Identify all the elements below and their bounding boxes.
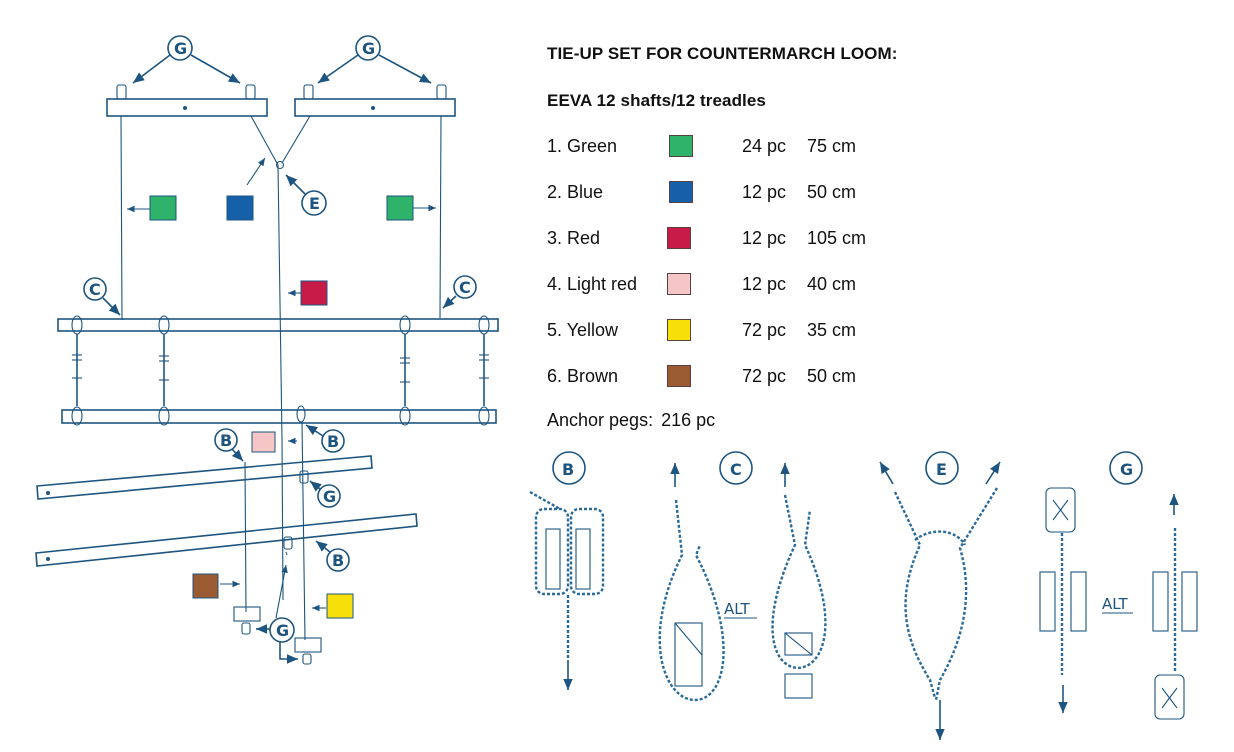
svg-text:E: E <box>936 460 947 479</box>
anchor-pegs: Anchor pegs: 216 pc <box>547 407 715 433</box>
color-swatch-green <box>669 135 693 157</box>
callout-g-top-left: G <box>132 35 241 84</box>
upper-lam-bar <box>57 318 499 332</box>
alt-label-c: ALT <box>724 600 751 618</box>
color-swatch-brown <box>667 365 691 387</box>
upper-bar-right <box>294 84 456 117</box>
legend-label: 3. Red <box>547 228 601 248</box>
svg-text:G: G <box>323 487 336 506</box>
color-swatch-yellow <box>667 319 691 341</box>
svg-text:B: B <box>220 431 232 450</box>
callout-g-bottom: G <box>256 564 298 664</box>
page-title: TIE-UP SET FOR COUNTERMARCH LOOM: <box>547 44 898 63</box>
knot-detail-g: G ALT <box>1039 451 1198 720</box>
callout-g-mid: G <box>309 480 341 508</box>
legend-length: 75 cm <box>807 136 857 156</box>
callout-c-left: C <box>83 277 121 316</box>
svg-text:G: G <box>276 621 289 640</box>
legend-count: 12 pc <box>742 228 787 248</box>
color-swatch-blue <box>669 181 693 203</box>
callout-b-lower: B <box>315 540 350 572</box>
legend-label: 4. Light red <box>547 274 638 294</box>
knot-detail-b: B <box>529 451 605 690</box>
treadle-upper <box>36 455 373 500</box>
legend-length: 40 cm <box>807 274 857 294</box>
svg-text:C: C <box>459 278 471 297</box>
legend-label: 5. Yellow <box>547 320 619 340</box>
svg-text:B: B <box>327 432 339 451</box>
treadle-lower <box>35 513 418 567</box>
upper-bar-left <box>106 84 268 117</box>
legend-count: 12 pc <box>742 274 787 294</box>
knot-detail-c: C ALT <box>658 451 827 702</box>
svg-text:B: B <box>332 551 344 570</box>
callout-g-top-right: G <box>317 35 432 84</box>
lower-lam-bar <box>61 409 497 424</box>
anchor-pegs-label: Anchor pegs: <box>547 410 654 430</box>
callout-e: E <box>285 174 327 216</box>
loom-subtitle: EEVA 12 shafts/12 treadles <box>547 91 766 110</box>
knot-detail-e: E <box>879 451 1001 740</box>
svg-text:G: G <box>362 39 375 58</box>
anchor-pegs-value: 216 pc <box>661 410 716 430</box>
callout-b-upper-right: B <box>305 424 345 453</box>
legend-label: 1. Green <box>547 136 618 156</box>
svg-text:G: G <box>1120 460 1133 479</box>
legend-count: 72 pc <box>742 366 787 386</box>
svg-text:C: C <box>730 460 742 479</box>
color-swatch-light-red <box>667 273 691 295</box>
color-swatch-red <box>667 227 691 249</box>
legend-length: 50 cm <box>807 366 857 386</box>
legend-label: 2. Blue <box>547 182 604 202</box>
legend-count: 12 pc <box>742 182 787 202</box>
legend-count: 24 pc <box>742 136 787 156</box>
legend-label: 6. Brown <box>547 366 619 386</box>
svg-text:B: B <box>562 460 574 479</box>
svg-text:C: C <box>89 280 101 299</box>
alt-label-g: ALT <box>1102 595 1129 613</box>
svg-text:E: E <box>309 194 320 213</box>
legend-length: 35 cm <box>807 320 857 340</box>
legend-length: 105 cm <box>807 228 867 248</box>
callout-b-upper-left: B <box>214 428 244 462</box>
callout-c-right: C <box>442 275 477 309</box>
svg-text:G: G <box>174 39 187 58</box>
lam-connectors <box>71 315 490 426</box>
legend-length: 50 cm <box>807 182 857 202</box>
legend-count: 72 pc <box>742 320 787 340</box>
